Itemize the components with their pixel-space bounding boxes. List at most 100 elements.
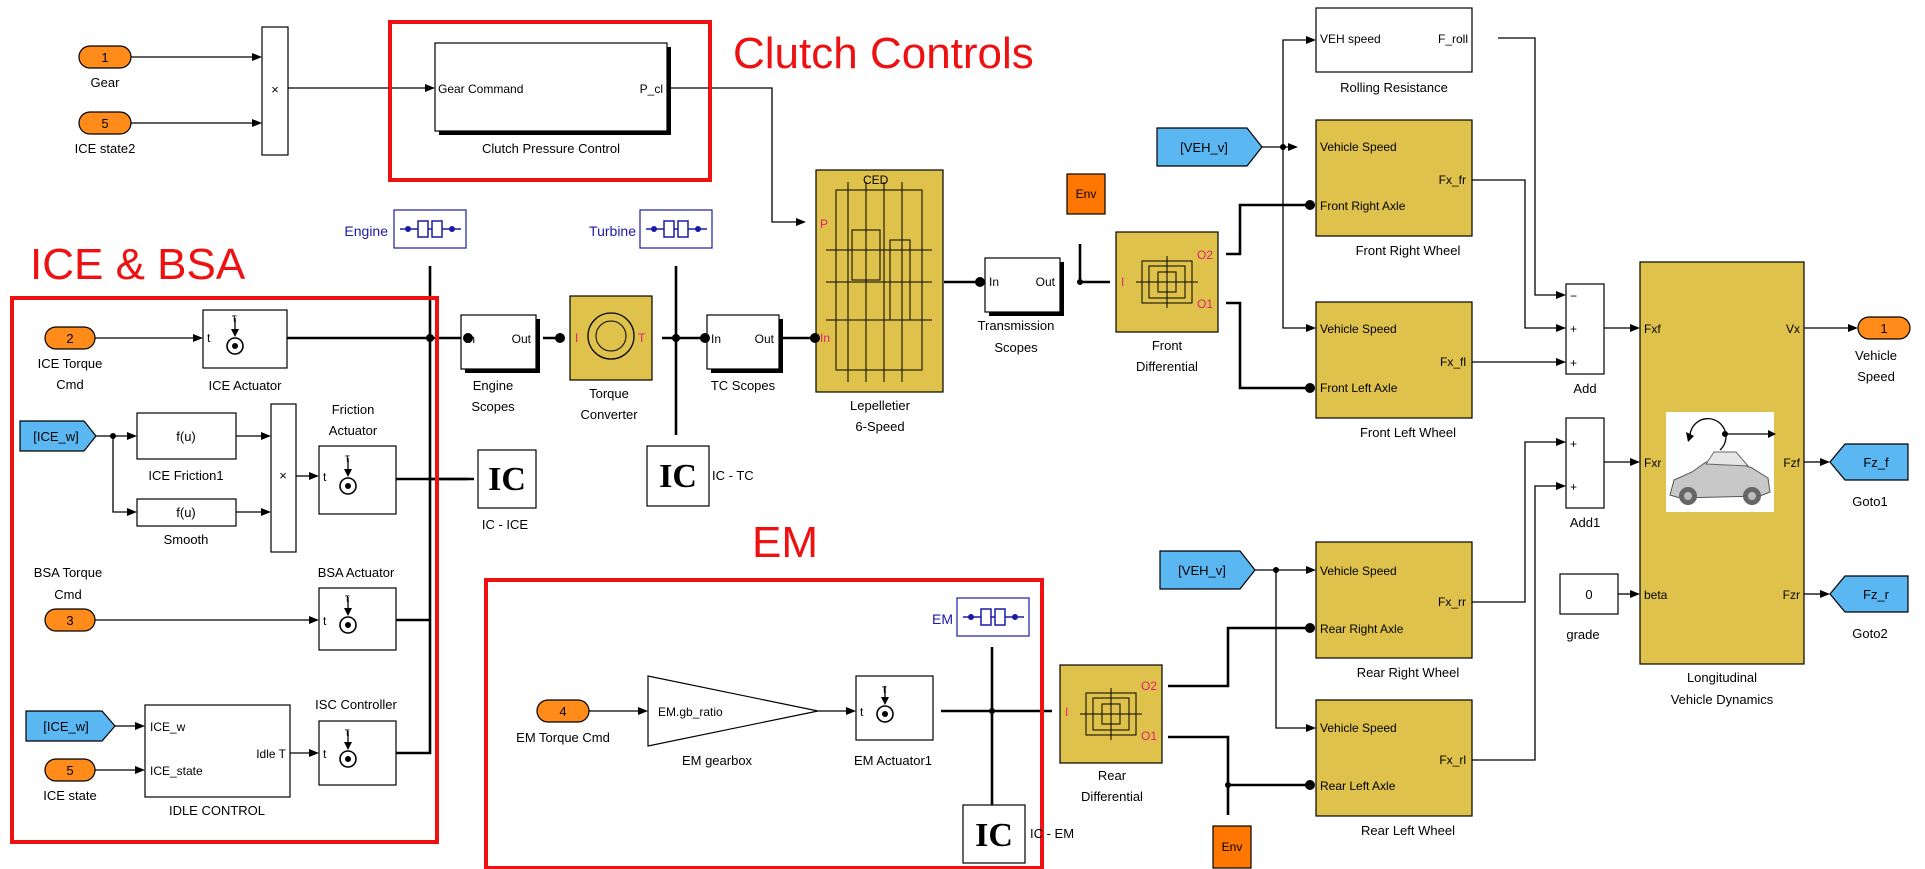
- from-ice-w-2[interactable]: [ICE_w]: [26, 711, 115, 741]
- sign-label: +: [1570, 356, 1577, 370]
- idle-control[interactable]: ICE_w ICE_state Idle T IDLE CONTROL: [145, 705, 290, 818]
- tau-symbol: τ: [232, 311, 237, 325]
- isc-controller[interactable]: t τ ISC Controller: [315, 697, 397, 785]
- inport-ice-state[interactable]: 5 ICE state: [43, 759, 96, 803]
- constant-value: 0: [1585, 587, 1592, 602]
- em-gearbox[interactable]: EM.gb_ratio EM gearbox: [648, 676, 818, 768]
- env-top[interactable]: Env: [1067, 174, 1105, 214]
- turbine-sensor[interactable]: Turbine: [589, 210, 712, 248]
- em-actuator1[interactable]: t τ EM Actuator1: [854, 676, 933, 768]
- inport-number: 4: [559, 704, 566, 719]
- goto-fz-f[interactable]: Fz_f Goto1: [1830, 444, 1908, 509]
- add-block[interactable]: − + + Add: [1566, 284, 1604, 396]
- sensor-label: Engine: [344, 223, 388, 239]
- port-label: Fzf: [1783, 456, 1800, 470]
- block-label: Transmission: [978, 318, 1055, 333]
- friction-actuator[interactable]: t τ Friction Actuator: [319, 402, 396, 514]
- bsa-actuator[interactable]: t τ BSA Actuator: [318, 565, 396, 650]
- inport-label: ICE state2: [75, 141, 136, 156]
- port-label: I: [1065, 705, 1068, 719]
- from-tag-label: [VEH_v]: [1180, 140, 1228, 155]
- inport-label: ICE state: [43, 788, 96, 803]
- front-right-wheel[interactable]: Vehicle Speed Front Right Axle Fx_fr Fro…: [1316, 120, 1472, 258]
- port-label: ICE_state: [150, 764, 203, 778]
- grade-constant[interactable]: 0 grade: [1560, 574, 1618, 642]
- from-veh-v-2[interactable]: [VEH_v]: [1160, 551, 1255, 589]
- product-block-top[interactable]: ×: [262, 27, 288, 155]
- ice-friction1[interactable]: f(u) ICE Friction1: [137, 413, 236, 483]
- from-tag-label: [VEH_v]: [1178, 563, 1226, 578]
- port-label: O1: [1197, 297, 1213, 311]
- inport-ice-state2[interactable]: 5 ICE state2: [75, 112, 136, 156]
- env-bottom[interactable]: Env: [1213, 826, 1251, 868]
- inport-label: ICE Torque: [38, 356, 103, 371]
- longitudinal-vehicle-dynamics[interactable]: Fxf Fxr beta Vx Fzf Fzr Longitudinal Veh…: [1640, 262, 1804, 707]
- port-label: I: [575, 331, 578, 345]
- port-label: Front Left Axle: [1320, 381, 1398, 395]
- transmission-scopes[interactable]: In Out Transmission Scopes: [978, 258, 1064, 355]
- block-label: Rear: [1098, 768, 1127, 783]
- port-label: Vehicle Speed: [1320, 140, 1397, 154]
- engine-scopes[interactable]: In Out Engine Scopes: [461, 315, 540, 414]
- port-label: CED: [863, 173, 889, 187]
- from-ice-w-1[interactable]: [ICE_w]: [20, 421, 96, 451]
- inport-em-torque-cmd[interactable]: 4 EM Torque Cmd: [516, 700, 610, 745]
- rolling-resistance[interactable]: VEH speed F_roll Rolling Resistance: [1316, 8, 1472, 95]
- port-label: VEH speed: [1320, 32, 1381, 46]
- ic-symbol: IC: [975, 817, 1013, 854]
- port-label: Rear Right Axle: [1320, 622, 1404, 636]
- front-differential[interactable]: I O2 O1 Front Differential: [1116, 232, 1218, 374]
- port-label: T: [638, 331, 646, 345]
- outport-vehicle-speed[interactable]: 1 Vehicle Speed: [1855, 317, 1910, 384]
- port-label: O2: [1141, 679, 1157, 693]
- inport-ice-torque-cmd[interactable]: 2 ICE Torque Cmd: [38, 327, 103, 392]
- inport-gear[interactable]: 1 Gear: [79, 46, 131, 90]
- torque-converter[interactable]: I T Torque Converter: [570, 296, 652, 422]
- rear-differential[interactable]: I O2 O1 Rear Differential: [1060, 665, 1162, 804]
- port-label: Rear Left Axle: [1320, 779, 1396, 793]
- ic-tc[interactable]: IC IC - TC: [647, 446, 754, 506]
- block-label: 6-Speed: [855, 419, 904, 434]
- port-label: P: [820, 217, 828, 231]
- front-left-wheel[interactable]: Vehicle Speed Front Left Axle Fx_fl Fron…: [1316, 302, 1472, 440]
- inport-label: Gear: [91, 75, 121, 90]
- block-label: Differential: [1081, 789, 1143, 804]
- rear-right-wheel[interactable]: Vehicle Speed Rear Right Axle Fx_rr Rear…: [1316, 542, 1472, 680]
- port-label: In: [820, 331, 830, 345]
- port-label: Vehicle Speed: [1320, 721, 1397, 735]
- block-label: EM gearbox: [682, 753, 753, 768]
- goto-label: Goto2: [1852, 626, 1887, 641]
- goto-fz-r[interactable]: Fz_r Goto2: [1830, 576, 1908, 641]
- env-label: Env: [1076, 187, 1097, 201]
- product-block-friction[interactable]: ×: [271, 404, 296, 552]
- goto-tag-text: Fz_r: [1863, 587, 1890, 602]
- ic-ice[interactable]: IC IC - ICE: [478, 450, 536, 532]
- outport-label: Vehicle: [1855, 348, 1897, 363]
- sensor-label: Turbine: [589, 223, 636, 239]
- inport-bsa-torque-cmd[interactable]: BSA Torque Cmd 3: [34, 565, 102, 631]
- block-label: Rear Right Wheel: [1357, 665, 1460, 680]
- block-label: IC - ICE: [482, 517, 529, 532]
- em-sensor[interactable]: EM: [932, 598, 1029, 636]
- tc-scopes[interactable]: In Out TC Scopes: [707, 315, 783, 393]
- lepelletier-6-speed[interactable]: CED P In Lepelletier 6-Speed: [816, 170, 943, 434]
- clutch-pressure-control[interactable]: Gear Command P_cl Clutch Pressure Contro…: [435, 43, 671, 156]
- block-label: Engine: [473, 378, 513, 393]
- from-veh-v-1[interactable]: [VEH_v]: [1157, 128, 1262, 166]
- rear-left-wheel[interactable]: Vehicle Speed Rear Left Axle Fx_rl Rear …: [1316, 700, 1472, 838]
- block-label: Friction: [332, 402, 375, 417]
- block-label: IC - TC: [712, 468, 754, 483]
- inport-number: 5: [101, 116, 108, 131]
- fcn-expression: f(u): [176, 429, 196, 444]
- port-label: ICE_w: [150, 720, 186, 734]
- engine-sensor[interactable]: Engine: [344, 210, 466, 248]
- smooth-block[interactable]: f(u) Smooth: [137, 499, 236, 547]
- block-label: TC Scopes: [711, 378, 776, 393]
- ic-em[interactable]: IC IC - EM: [963, 805, 1074, 863]
- add1-block[interactable]: + + Add1: [1566, 418, 1604, 530]
- ice-actuator[interactable]: t τ ICE Actuator: [203, 310, 287, 393]
- fcn-expression: f(u): [176, 505, 196, 520]
- block-label: IC - EM: [1030, 826, 1074, 841]
- sign-label: +: [1570, 480, 1577, 494]
- block-label: Lepelletier: [850, 398, 911, 413]
